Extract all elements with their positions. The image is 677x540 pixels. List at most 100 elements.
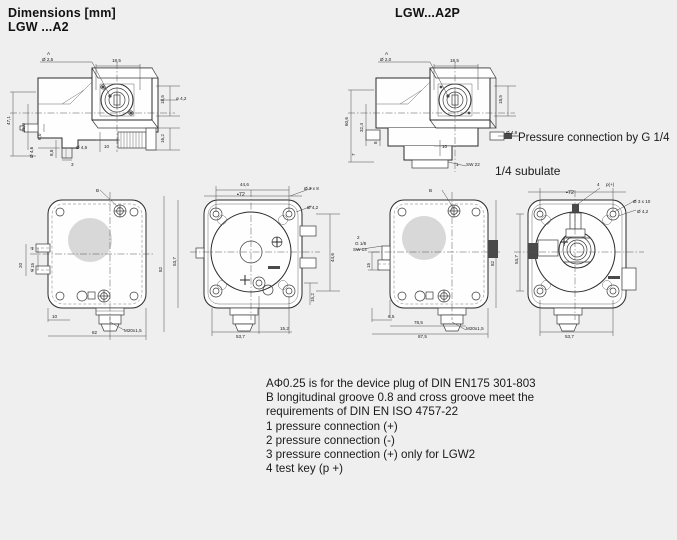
a2p-front-dimension-labels: B 2 G 1/8 SW 14 15 6,5 78,5 87,5 M20x1,5…	[353, 188, 495, 339]
svg-text:44,6: 44,6	[330, 253, 335, 262]
a2p-rear-dimension-labels: 4 p(+) ▪72 Ø 3 x 10 Ø 4,2 53,7 53,7	[514, 182, 651, 339]
screw-lower-a2p	[437, 289, 451, 303]
svg-text:82: 82	[490, 260, 495, 266]
svg-text:2: 2	[357, 235, 360, 240]
svg-text:44,6: 44,6	[240, 182, 249, 187]
note-line: 4 test key (p +)	[266, 462, 344, 476]
note-line: requirements of DIN EN ISO 4757-22	[266, 405, 459, 419]
svg-text:15,2: 15,2	[280, 326, 289, 331]
svg-text:16,2: 16,2	[160, 134, 165, 143]
a2-front-dimension-labels: B 1 2 20 15 10 82 M20x1,5	[18, 188, 142, 335]
svg-text:Ø 4,2: Ø 4,2	[637, 209, 649, 214]
svg-text:3: 3	[71, 162, 74, 167]
svg-text:SW 22: SW 22	[466, 162, 480, 167]
callout-pressure-connection: Pressure connection by G 1/4	[518, 132, 670, 144]
svg-text:10: 10	[52, 314, 58, 319]
svg-text:8: 8	[373, 141, 378, 144]
svg-text:10: 10	[104, 144, 110, 149]
screw-b	[113, 204, 127, 218]
svg-text:2: 2	[31, 268, 34, 273]
svg-text:B: B	[96, 188, 99, 193]
threaded-boss	[117, 127, 157, 151]
page-title-left-line1: Dimensions [mm]	[8, 6, 116, 20]
a2p-side-dimension-labels: A Ø 2,0 18,5 18,5 60,6 32,4 8 7 10 1 SW …	[344, 51, 518, 167]
a2-side-dimension-labels: A Ø 2,5 18,5 18,5 ø 4,2 16,2 47,1 25,9 6…	[6, 51, 187, 167]
svg-text:15: 15	[30, 262, 35, 268]
svg-text:Ø 4,8: Ø 4,8	[506, 130, 518, 135]
svg-text:18,5: 18,5	[450, 58, 459, 63]
note-line: 3 pressure connection (+) only for LGW2	[266, 448, 476, 462]
svg-text:18,5: 18,5	[498, 95, 503, 104]
svg-text:82: 82	[92, 330, 98, 335]
svg-text:▪72: ▪72	[237, 192, 245, 198]
svg-text:Ø 4,2: Ø 4,2	[307, 205, 319, 210]
svg-text:15: 15	[366, 262, 371, 268]
svg-text:A: A	[47, 51, 51, 56]
screw-lower	[97, 289, 111, 303]
test-key	[565, 204, 586, 238]
svg-text:B: B	[429, 188, 432, 193]
svg-text:M20x1,5: M20x1,5	[466, 326, 484, 331]
view-a2p-side: A Ø 2,0 18,5 18,5 60,6 32,4 8 7 10 1 SW …	[344, 51, 520, 172]
svg-text:Ø 3 x 8: Ø 3 x 8	[304, 186, 319, 191]
note-line: 2 pressure connection (-)	[266, 433, 395, 447]
svg-text:6,0: 6,0	[37, 133, 42, 140]
svg-text:p(+): p(+)	[606, 182, 615, 187]
svg-text:8,8: 8,8	[49, 149, 54, 156]
svg-text:1: 1	[31, 246, 34, 251]
page-title-left-line2: LGW ...A2	[8, 20, 69, 34]
svg-text:G 1/8: G 1/8	[355, 241, 367, 246]
screw-plus-right	[271, 236, 283, 248]
svg-text:ø 4,2: ø 4,2	[176, 96, 187, 101]
a2-rear-dimension-labels: 44,6 ▪72 Ø 3 x 8 Ø 4,2 44,6 15,2 15,2 53…	[158, 182, 335, 339]
note-line: B longitudinal groove 0.8 and cross groo…	[266, 391, 535, 405]
svg-text:1: 1	[456, 162, 459, 167]
notes-block: AΦ0.25 is for the device plug of DIN EN1…	[266, 377, 536, 476]
view-a2-front: B 1 2 20 15 10 82 M20x1,5	[18, 188, 155, 340]
svg-text:32,4: 32,4	[359, 123, 364, 132]
svg-text:M20x1,5: M20x1,5	[124, 328, 142, 333]
view-a2-side: A Ø 2,5 18,5 18,5 ø 4,2 16,2 47,1 25,9 6…	[6, 51, 187, 167]
svg-text:Ø 3 x 10: Ø 3 x 10	[633, 199, 651, 204]
callout-subulate: 1/4 subulate	[495, 164, 561, 178]
svg-text:18,5: 18,5	[160, 95, 165, 104]
view-a2p-rear: 4 p(+) ▪72 Ø 3 x 10 Ø 4,2 53,7 53,7	[514, 182, 651, 339]
svg-text:53,7: 53,7	[565, 334, 574, 339]
cable-gland-rear	[229, 307, 259, 332]
svg-text:6,5: 6,5	[388, 314, 395, 319]
svg-text:18,5: 18,5	[112, 58, 121, 63]
svg-text:Ø 4,6: Ø 4,6	[29, 146, 34, 158]
svg-text:10: 10	[442, 144, 448, 149]
page-title-left: Dimensions [mm] LGW ...A2	[8, 6, 116, 34]
svg-text:25,9: 25,9	[21, 123, 26, 132]
svg-text:▪72: ▪72	[566, 190, 574, 196]
page-title-right: LGW...A2P	[395, 6, 461, 20]
svg-text:Ø 2,5: Ø 2,5	[42, 57, 54, 62]
svg-text:87,5: 87,5	[418, 334, 427, 339]
view-a2p-front: B 2 G 1/8 SW 14 15 6,5 78,5 87,5 M20x1,5…	[353, 188, 500, 339]
svg-text:60,6: 60,6	[344, 117, 349, 126]
svg-text:7: 7	[351, 153, 356, 156]
svg-text:Ø 4,6: Ø 4,6	[76, 145, 88, 150]
svg-text:53,7: 53,7	[172, 257, 177, 266]
svg-text:47,1: 47,1	[6, 116, 11, 125]
hex-nut	[558, 231, 596, 269]
screw-b-a2p	[447, 204, 461, 218]
svg-text:SW 14: SW 14	[353, 247, 367, 252]
note-line: 1 pressure connection (+)	[266, 419, 398, 433]
note-line: AΦ0.25 is for the device plug of DIN EN1…	[266, 377, 536, 390]
svg-text:82: 82	[158, 266, 163, 272]
screw-plus-bottom	[240, 275, 274, 296]
svg-text:20: 20	[18, 262, 23, 268]
connector-g18	[377, 245, 391, 271]
view-a2-rear: 44,6 ▪72 Ø 3 x 8 Ø 4,2 44,6 15,2 15,2 53…	[158, 182, 340, 339]
svg-text:15,2: 15,2	[310, 293, 315, 302]
svg-text:Ø 2,0: Ø 2,0	[380, 57, 392, 62]
svg-text:53,7: 53,7	[514, 255, 519, 264]
cable-gland-a2p-rear	[553, 307, 583, 332]
svg-text:53,7: 53,7	[236, 334, 245, 339]
svg-text:A: A	[385, 51, 389, 56]
svg-text:78,5: 78,5	[414, 320, 423, 325]
